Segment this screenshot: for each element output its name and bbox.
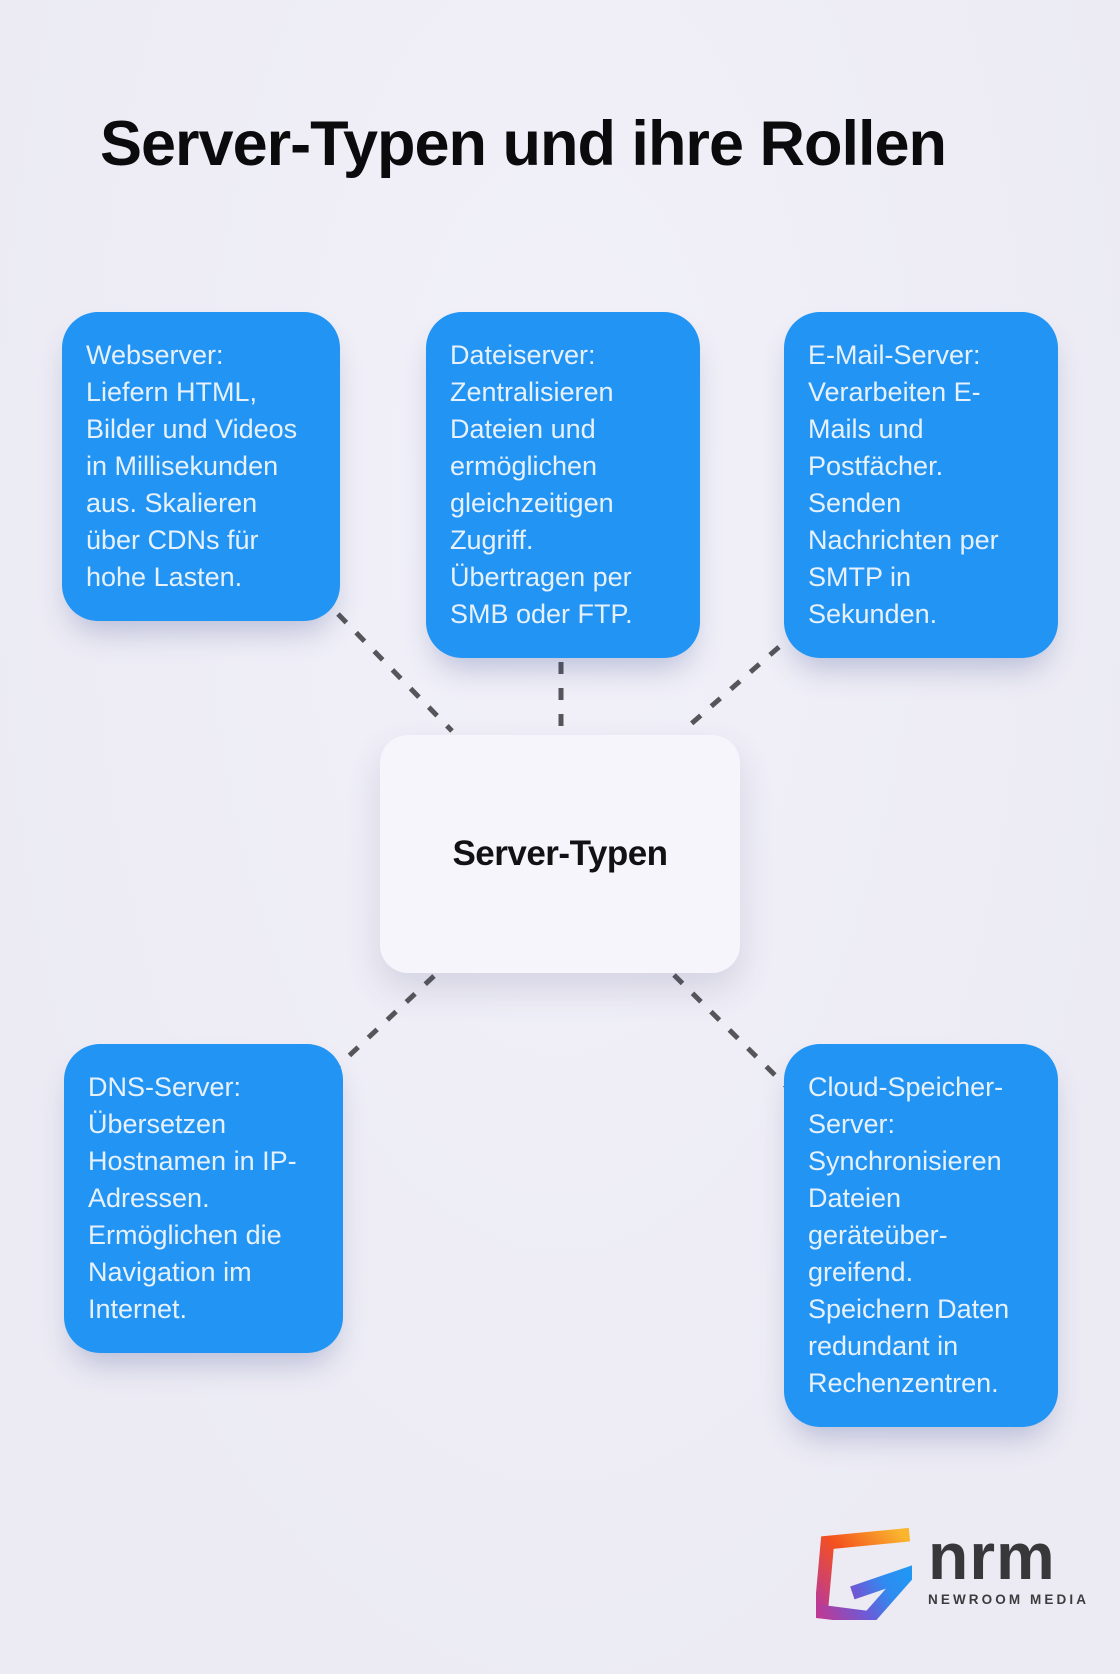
node-dns-server: DNS-Server: Übersetzen Hostnamen in IP- … bbox=[64, 1044, 343, 1353]
newroom-media-logo-text: nrm NEWROOM MEDIA bbox=[928, 1519, 1090, 1607]
connector-webserver-center bbox=[336, 612, 454, 733]
node-dateiserver: Dateiserver: Zentralisieren Dateien und … bbox=[426, 312, 700, 658]
page-title: Server-Typen und ihre Rollen bbox=[99, 109, 947, 179]
newroom-media-logo: nrm NEWROOM MEDIA bbox=[816, 1519, 1090, 1620]
node-email-server: E-Mail-Server: Verarbeiten E- Mails und … bbox=[784, 312, 1058, 658]
logo-brand: nrm bbox=[928, 1519, 1056, 1593]
connector-email-center bbox=[681, 645, 781, 733]
center-node: Server-Typen bbox=[380, 735, 740, 973]
connector-center-dns bbox=[334, 974, 436, 1070]
connector-center-cloud bbox=[672, 973, 792, 1092]
newroom-media-logo-icon bbox=[816, 1528, 912, 1620]
node-cloud-speicher-server: Cloud-Speicher- Server: Synchronisieren … bbox=[784, 1044, 1058, 1427]
node-webserver: Webserver: Liefern HTML, Bilder und Vide… bbox=[62, 312, 340, 621]
logo-tagline: NEWROOM MEDIA bbox=[928, 1592, 1090, 1607]
center-node-label: Server-Typen bbox=[452, 834, 668, 873]
